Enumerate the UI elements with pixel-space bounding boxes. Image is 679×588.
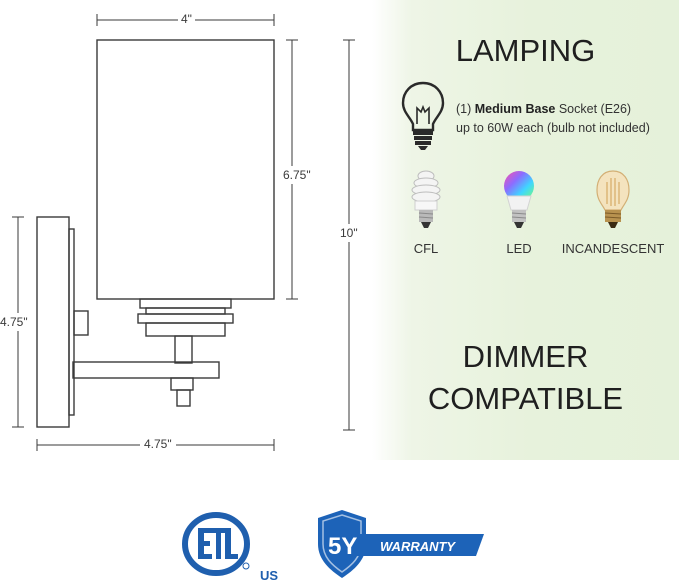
led-bulb-icon xyxy=(504,171,534,228)
dim-extension: 4.75" xyxy=(140,437,176,451)
dim-shade-width: 4" xyxy=(178,12,195,26)
warranty-years: 5Y xyxy=(328,533,357,560)
etl-country: US xyxy=(260,568,278,583)
wattage-text: up to 60W each (bulb not included) xyxy=(456,121,650,135)
bulb-label-led: LED xyxy=(506,241,532,256)
lamping-panel xyxy=(372,0,679,460)
dimmer-line-1: DIMMER xyxy=(462,339,589,374)
dim-total-height: 10" xyxy=(339,224,359,242)
socket-type: Medium Base xyxy=(474,102,556,116)
etl-certification-logo: US xyxy=(182,512,278,583)
lamping-title: LAMPING xyxy=(455,33,596,68)
socket-count: (1) xyxy=(456,102,472,116)
cfl-bulb-icon xyxy=(411,170,441,228)
dim-shade-height: 6.75" xyxy=(283,166,311,184)
dimmer-compatible-title: DIMMER COMPATIBLE xyxy=(372,336,679,420)
incandescent-bulb-icon xyxy=(596,170,630,228)
dimmer-line-2: COMPATIBLE xyxy=(427,381,624,416)
warranty-label: WARRANTY xyxy=(380,539,456,554)
bulb-label-cfl: CFL xyxy=(413,241,439,256)
dim-backplate-height: 4.75" xyxy=(0,313,28,331)
warranty-shield-logo: 5Y WARRANTY xyxy=(318,510,484,578)
light-bulb-icon xyxy=(401,81,445,150)
socket-info: (1) Medium Base Socket (E26) up to 60W e… xyxy=(456,100,650,138)
bulb-label-incandescent: INCANDESCENT xyxy=(561,241,665,256)
socket-suffix: Socket (E26) xyxy=(558,102,632,116)
